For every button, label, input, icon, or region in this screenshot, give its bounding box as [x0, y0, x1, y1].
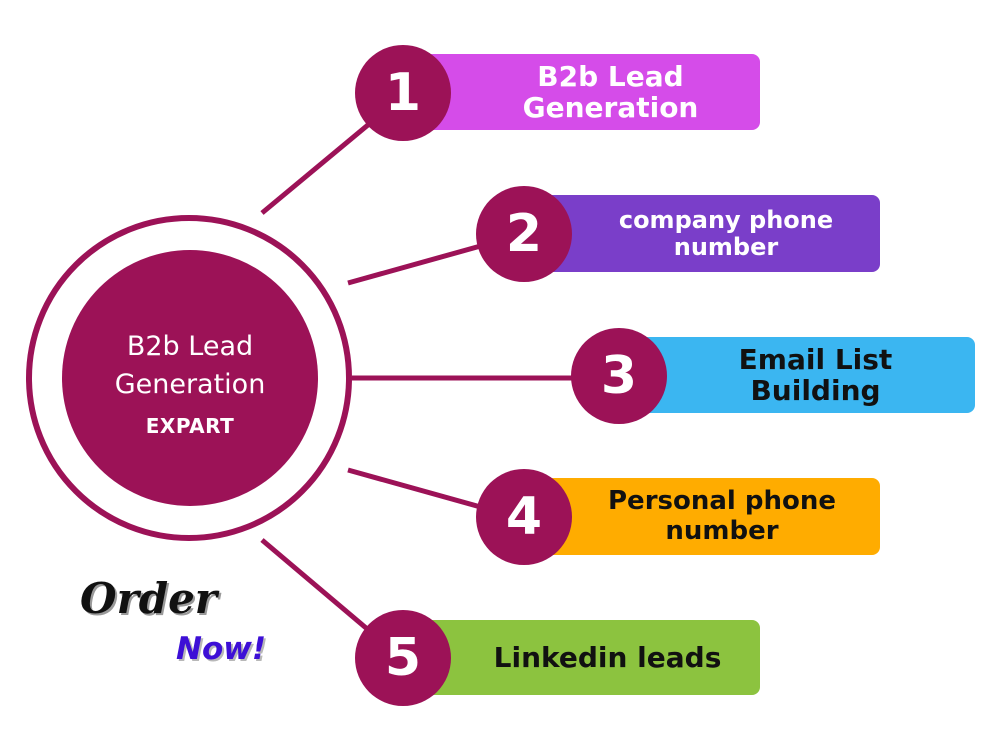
hub-title-line-1: B2b Lead	[126, 331, 254, 362]
now-text: Now!	[176, 631, 267, 667]
item-3-bar: Email List Building	[630, 337, 975, 413]
item-5-label: Linkedin leads	[493, 640, 722, 674]
item-1-label-line-2: Generation	[522, 91, 699, 124]
item-2-label-line-1: company phone	[618, 205, 834, 234]
item-3-label-line-2: Building	[750, 374, 881, 407]
hub-title-line-2: Generation	[114, 369, 266, 400]
item-1-bar: B2b Lead Generation	[415, 54, 760, 130]
item-2-label-line-2: number	[673, 232, 779, 261]
hub-circle: B2b Lead Generation EXPART	[62, 250, 318, 506]
item-2-number-badge: 2	[476, 186, 572, 282]
item-4-bar: Personal phone number	[536, 478, 880, 555]
item-3-label-line-1: Email List	[738, 342, 893, 376]
order-text: Order	[80, 574, 217, 623]
item-1-label-line-1: B2b Lead	[537, 59, 684, 93]
item-3-number-badge: 3	[571, 328, 667, 424]
item-2-bar: company phone number	[536, 195, 880, 272]
item-1-number-badge: 1	[355, 45, 451, 141]
item-5-bar: Linkedin leads	[415, 620, 760, 695]
item-5-number-badge: 5	[355, 610, 451, 706]
hub-subtitle: EXPART	[145, 414, 235, 438]
item-4-label-line-2: number	[665, 515, 779, 546]
item-4-label-line-1: Personal phone	[608, 486, 836, 517]
item-4-number-badge: 4	[476, 469, 572, 565]
